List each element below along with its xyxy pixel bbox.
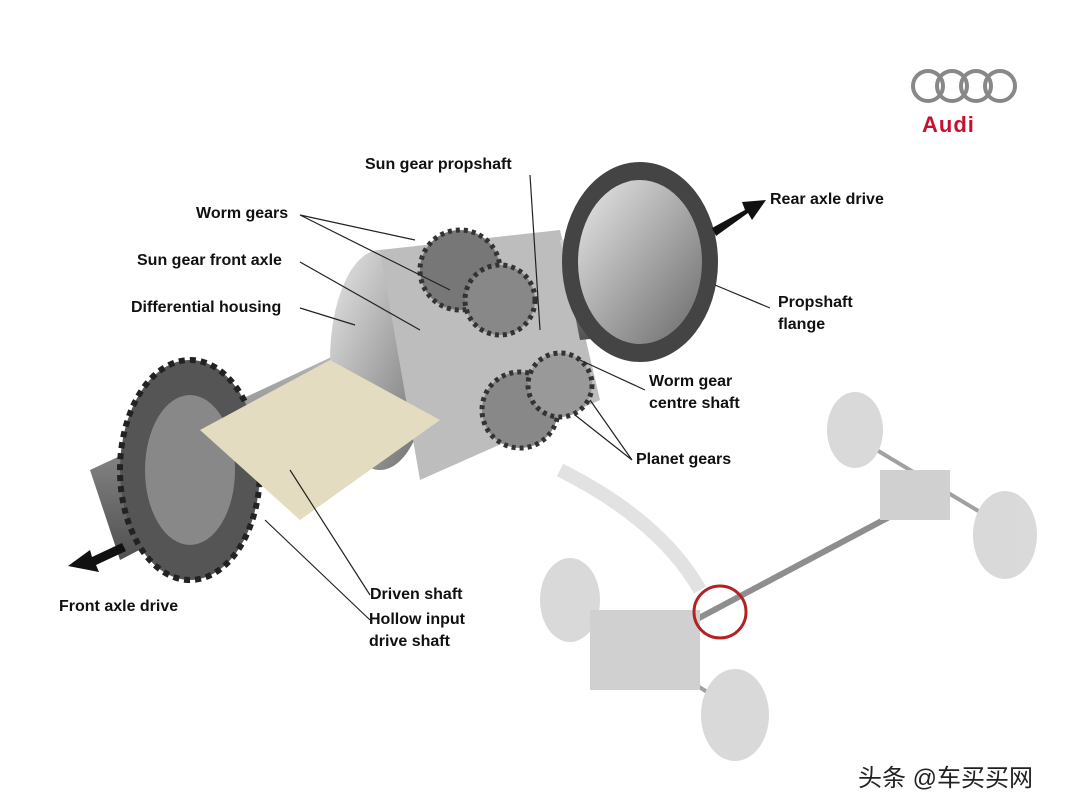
planet-gears xyxy=(479,350,595,451)
watermark: 头条 @车买买网 xyxy=(858,765,1034,792)
label-worm-gear-centre-shaft: Worm gear centre shaft xyxy=(649,371,740,415)
label-worm-gear-centre-shaft-line2: centre shaft xyxy=(649,395,740,412)
label-sun-gear-propshaft: Sun gear propshaft xyxy=(365,156,512,173)
audi-wordmark: Audi xyxy=(922,112,975,137)
label-planet-gears: Planet gears xyxy=(636,451,732,468)
front-arrow-icon xyxy=(68,543,126,572)
label-front-axle-drive: Front axle drive xyxy=(59,598,179,615)
front-helical-gear xyxy=(117,357,263,583)
worm-gears xyxy=(417,227,538,338)
rear-arrow-icon xyxy=(712,200,766,236)
vehicle-chassis-inset xyxy=(540,392,1037,761)
label-hollow-input-line2: drive shaft xyxy=(369,633,450,650)
label-propshaft-flange-line1: Propshaft xyxy=(778,294,853,311)
audi-rings-logo xyxy=(911,69,1017,103)
label-propshaft-flange-line2: flange xyxy=(778,316,826,333)
label-propshaft-flange: Propshaft flange xyxy=(778,292,853,336)
propshaft-flange xyxy=(560,162,718,362)
label-differential-housing: Differential housing xyxy=(131,299,282,316)
centre-diff-highlight xyxy=(692,584,748,640)
label-rear-axle-drive: Rear axle drive xyxy=(770,191,884,208)
label-hollow-input-line1: Hollow input xyxy=(369,611,465,628)
label-driven-shaft: Driven shaft xyxy=(370,586,463,603)
label-worm-gears: Worm gears xyxy=(196,205,289,222)
label-worm-gear-centre-shaft-line1: Worm gear xyxy=(649,373,733,390)
label-sun-gear-front-axle: Sun gear front axle xyxy=(137,252,282,269)
label-hollow-input-drive-shaft: Hollow input drive shaft xyxy=(369,609,465,653)
leader-lines xyxy=(264,174,771,621)
